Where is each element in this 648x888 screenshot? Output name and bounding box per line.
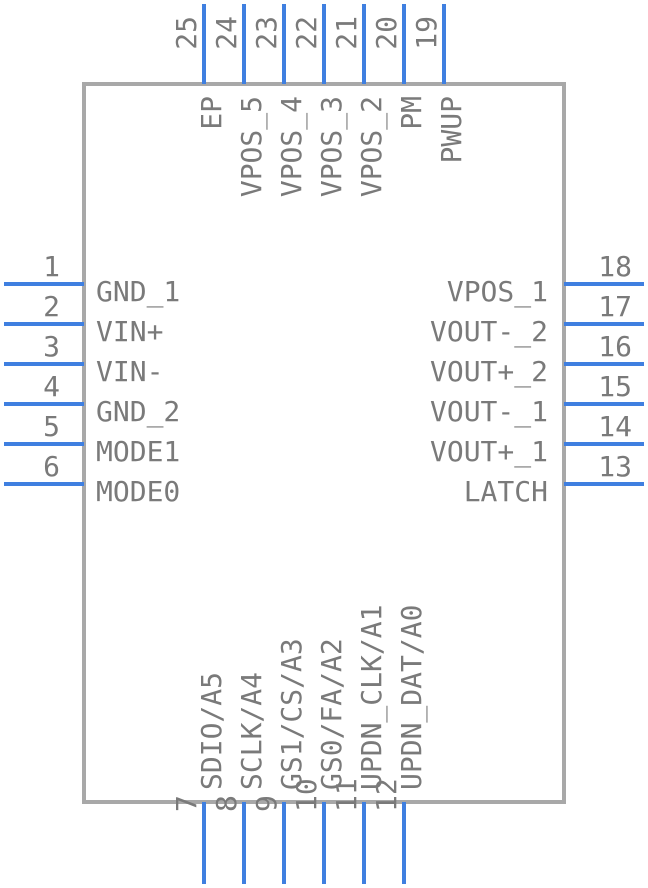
pin-13-label: LATCH: [464, 475, 548, 508]
pin-21-label: VPOS_2: [355, 96, 389, 197]
pin-17-number: 17: [598, 290, 632, 323]
pin-10-number: 10: [290, 778, 323, 812]
pin-14-label: VOUT+_1: [430, 435, 548, 469]
ic-body: [82, 82, 566, 804]
pin-1-label: GND_1: [96, 275, 180, 309]
pin-14-number: 14: [598, 410, 632, 443]
pin-12-number: 12: [370, 778, 403, 812]
pin-6-number: 6: [43, 450, 60, 483]
pin-24-label: VPOS_5: [235, 96, 269, 197]
pin-3-number: 3: [43, 330, 60, 363]
pin-20-number: 20: [370, 16, 403, 50]
pin-15-label: VOUT-_1: [430, 395, 548, 429]
pin-4-label: GND_2: [96, 395, 180, 429]
pin-9-number: 9: [250, 795, 283, 812]
pin-8-number: 8: [210, 795, 243, 812]
pin-11-number: 11: [330, 778, 363, 812]
pin-20-label: PM: [395, 96, 428, 130]
pin-25-number: 25: [170, 16, 203, 50]
pin-23-number: 23: [250, 16, 283, 50]
pin-1-number: 1: [43, 250, 60, 283]
bottom-pin-group: 7SDIO/A58SCLK/A49GS1/CS/A310GS0/FA/A211U…: [170, 605, 429, 884]
pin-16-label: VOUT+_2: [430, 355, 548, 389]
pin-23-label: VPOS_4: [275, 96, 309, 197]
pin-2-number: 2: [43, 290, 60, 323]
pin-15-number: 15: [598, 370, 632, 403]
pin-17-label: VOUT-_2: [430, 315, 548, 349]
pin-16-number: 16: [598, 330, 632, 363]
pin-5-label: MODE1: [96, 435, 180, 468]
pin-11-label: UPDN_CLK/A1: [355, 605, 389, 790]
pin-13-number: 13: [598, 450, 632, 483]
pin-19-label: PWUP: [435, 96, 468, 163]
pin-24-number: 24: [210, 16, 243, 50]
pin-3-label: VIN-: [96, 355, 163, 388]
pin-8-label: SCLK/A4: [235, 672, 268, 790]
pin-22-label: VPOS_3: [315, 96, 349, 197]
pin-18-label: VPOS_1: [447, 275, 548, 309]
pin-4-number: 4: [43, 370, 60, 403]
pin-18-number: 18: [598, 250, 632, 283]
pin-21-number: 21: [330, 16, 363, 50]
pin-22-number: 22: [290, 16, 323, 50]
pin-19-number: 19: [410, 16, 443, 50]
pin-12-label: UPDN_DAT/A0: [395, 605, 429, 790]
pin-25-label: EP: [195, 96, 228, 130]
pin-7-number: 7: [170, 795, 203, 812]
pin-10-label: GS0/FA/A2: [315, 638, 348, 790]
pin-2-label: VIN+: [96, 315, 163, 348]
pin-7-label: SDIO/A5: [195, 672, 228, 790]
pin-9-label: GS1/CS/A3: [275, 638, 308, 790]
pin-5-number: 5: [43, 410, 60, 443]
pin-6-label: MODE0: [96, 475, 180, 508]
